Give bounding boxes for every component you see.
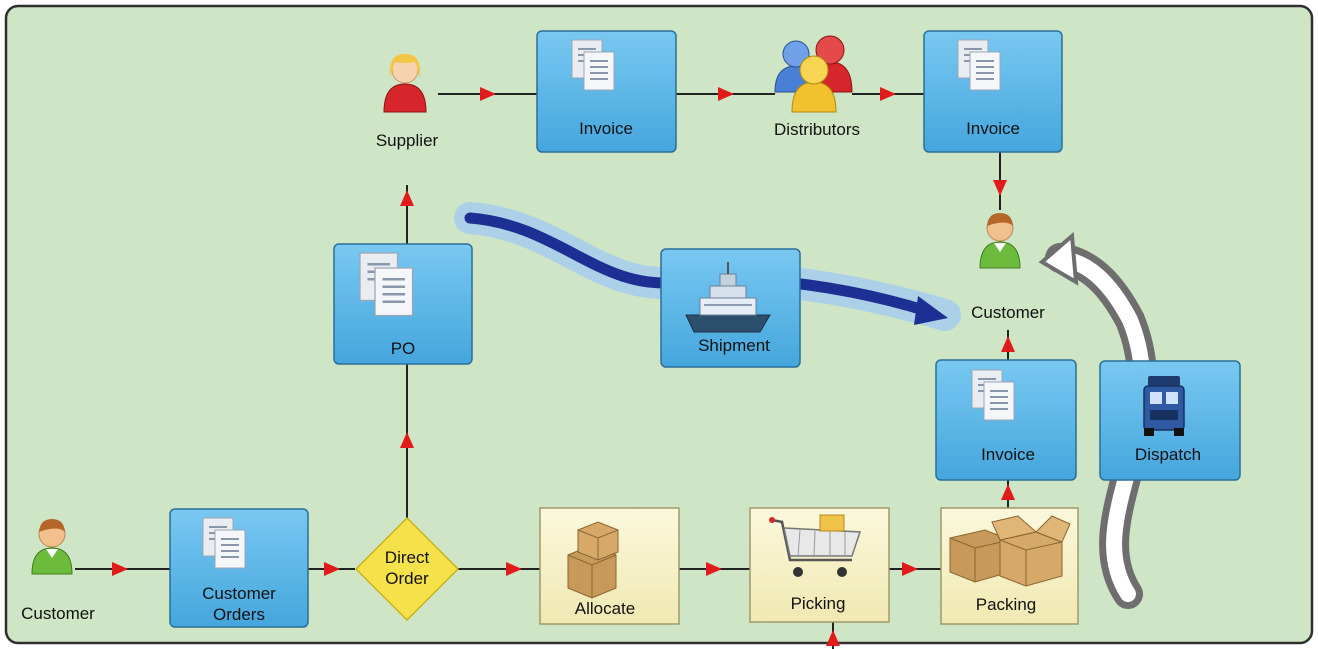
po-label: PO [391, 339, 416, 358]
packing-label: Packing [976, 595, 1036, 614]
picking-node: Picking [749, 507, 890, 623]
truck-icon [1143, 376, 1185, 436]
invoice-supplier-label: Invoice [579, 119, 633, 138]
boxes-icon [567, 521, 619, 599]
supplier-label: Supplier [376, 131, 439, 150]
group-icon [774, 35, 853, 113]
distributors-node: Distributors [774, 35, 860, 139]
distributors-label: Distributors [774, 120, 860, 139]
customer-start-node: Customer [21, 518, 95, 623]
picking-label: Picking [791, 594, 846, 613]
open-boxes-icon [949, 515, 1071, 587]
po-node: PO [333, 243, 473, 365]
allocate-node: Allocate [539, 507, 680, 625]
direct-order-label-line1: Direct [385, 548, 430, 567]
shipment-label: Shipment [698, 336, 770, 355]
customer-orders-label-line2: Orders [213, 605, 265, 624]
ship-icon [685, 262, 771, 333]
shopping-cart-icon [769, 514, 862, 577]
customer-orders-node: Customer Orders [169, 508, 309, 628]
invoice-packing-node: Invoice [935, 359, 1077, 481]
invoice-distributor-label: Invoice [966, 119, 1020, 138]
invoice-distributor-node: Invoice [923, 30, 1063, 153]
customer-orders-label-line1: Customer [202, 584, 276, 603]
direct-order-label-line2: Order [385, 569, 429, 588]
arrowheads [112, 87, 1015, 646]
diagram-background [4, 4, 1314, 645]
customer-end-node: Customer [971, 212, 1045, 322]
allocate-label: Allocate [575, 599, 635, 618]
invoice-packing-label: Invoice [981, 445, 1035, 464]
customer-start-label: Customer [21, 604, 95, 623]
supplier-node: Supplier [376, 53, 439, 150]
shipment-node: Shipment [660, 248, 801, 368]
direct-order-decision: Direct Order [354, 516, 460, 622]
packing-node: Packing [940, 507, 1079, 625]
dispatch-node: Dispatch [1099, 360, 1241, 481]
invoice-supplier-node: Invoice [536, 30, 677, 153]
customer-end-label: Customer [971, 303, 1045, 322]
dispatch-label: Dispatch [1135, 445, 1201, 464]
